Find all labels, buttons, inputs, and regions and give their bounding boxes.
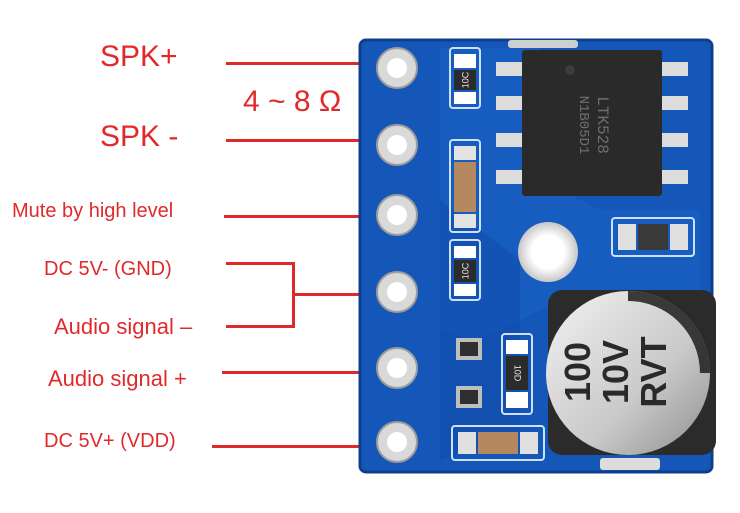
audio-minus-label: Audio signal – <box>54 314 193 339</box>
pin-5 <box>376 347 418 389</box>
capacitor-small <box>449 139 481 233</box>
mute-wire <box>224 215 394 218</box>
solder-pad-top <box>508 40 578 48</box>
cap-line-1: 100 <box>557 342 598 402</box>
dc-vdd-wire <box>212 445 396 448</box>
resistor-right <box>611 217 695 257</box>
cap-line-2: 10V <box>595 340 636 404</box>
pin-4 <box>376 271 418 313</box>
pin-6 <box>376 421 418 463</box>
small-pads <box>456 338 482 408</box>
resistor-top: 10C <box>449 47 481 109</box>
bracket-to-pin-wire <box>292 293 396 296</box>
impedance-label: 4 ~ 8 Ω <box>243 85 342 118</box>
dc-vdd-label: DC 5V+ (VDD) <box>44 430 176 452</box>
dc-gnd-wire <box>226 262 294 265</box>
spk-plus-wire <box>226 62 396 65</box>
resistor-bottom <box>451 425 545 461</box>
amplifier-chip: LTK528 N1B05D1 <box>496 50 688 196</box>
resistor-code-lower: 10D <box>513 365 523 382</box>
audio-minus-wire <box>226 325 294 328</box>
spk-minus-label: SPK - <box>100 120 179 153</box>
audio-plus-label: Audio signal + <box>48 366 187 391</box>
resistor-code-top: 10C <box>460 71 470 88</box>
chip-marking-2: N1B05D1 <box>575 96 591 155</box>
header-pins <box>376 47 418 463</box>
resistor-code-middle: 10C <box>460 262 470 279</box>
mounting-hole <box>518 222 578 282</box>
resistor-lower: 10D <box>501 333 533 415</box>
cap-line-3: RVT <box>633 336 674 407</box>
dc-gnd-label: DC 5V- (GND) <box>44 258 172 280</box>
pin-3 <box>376 194 418 236</box>
electrolytic-capacitor: 100 10V RVT <box>546 290 716 455</box>
pin-2 <box>376 124 418 166</box>
audio-plus-wire <box>222 371 394 374</box>
resistor-middle: 10C <box>449 239 481 301</box>
pin-1 <box>376 47 418 89</box>
solder-pad-bottom <box>600 458 660 470</box>
spk-minus-wire <box>226 139 396 142</box>
chip-marking-1: LTK528 <box>593 96 611 154</box>
mute-label: Mute by high level <box>12 200 174 222</box>
spk-plus-label: SPK+ <box>100 40 178 73</box>
